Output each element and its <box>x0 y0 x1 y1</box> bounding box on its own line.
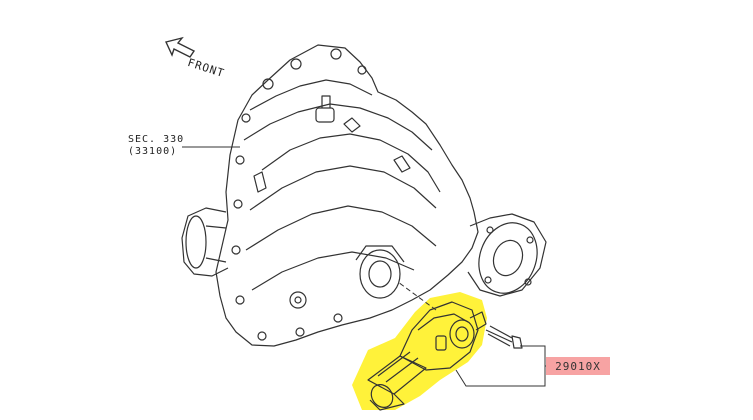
section-ref-line1: SEC. 330 <box>128 134 185 145</box>
section-reference-label: SEC. 330 (33100) <box>128 134 184 158</box>
part-leader-bracket <box>455 345 546 387</box>
actuator-highlight <box>352 292 487 410</box>
part-number-callout[interactable]: 29010X <box>546 357 610 375</box>
transfer-case-drawing <box>181 44 547 347</box>
section-ref-line2: (33100) <box>128 146 178 157</box>
actuator-motor-drawing <box>367 301 523 411</box>
front-arrow-icon <box>165 36 196 58</box>
